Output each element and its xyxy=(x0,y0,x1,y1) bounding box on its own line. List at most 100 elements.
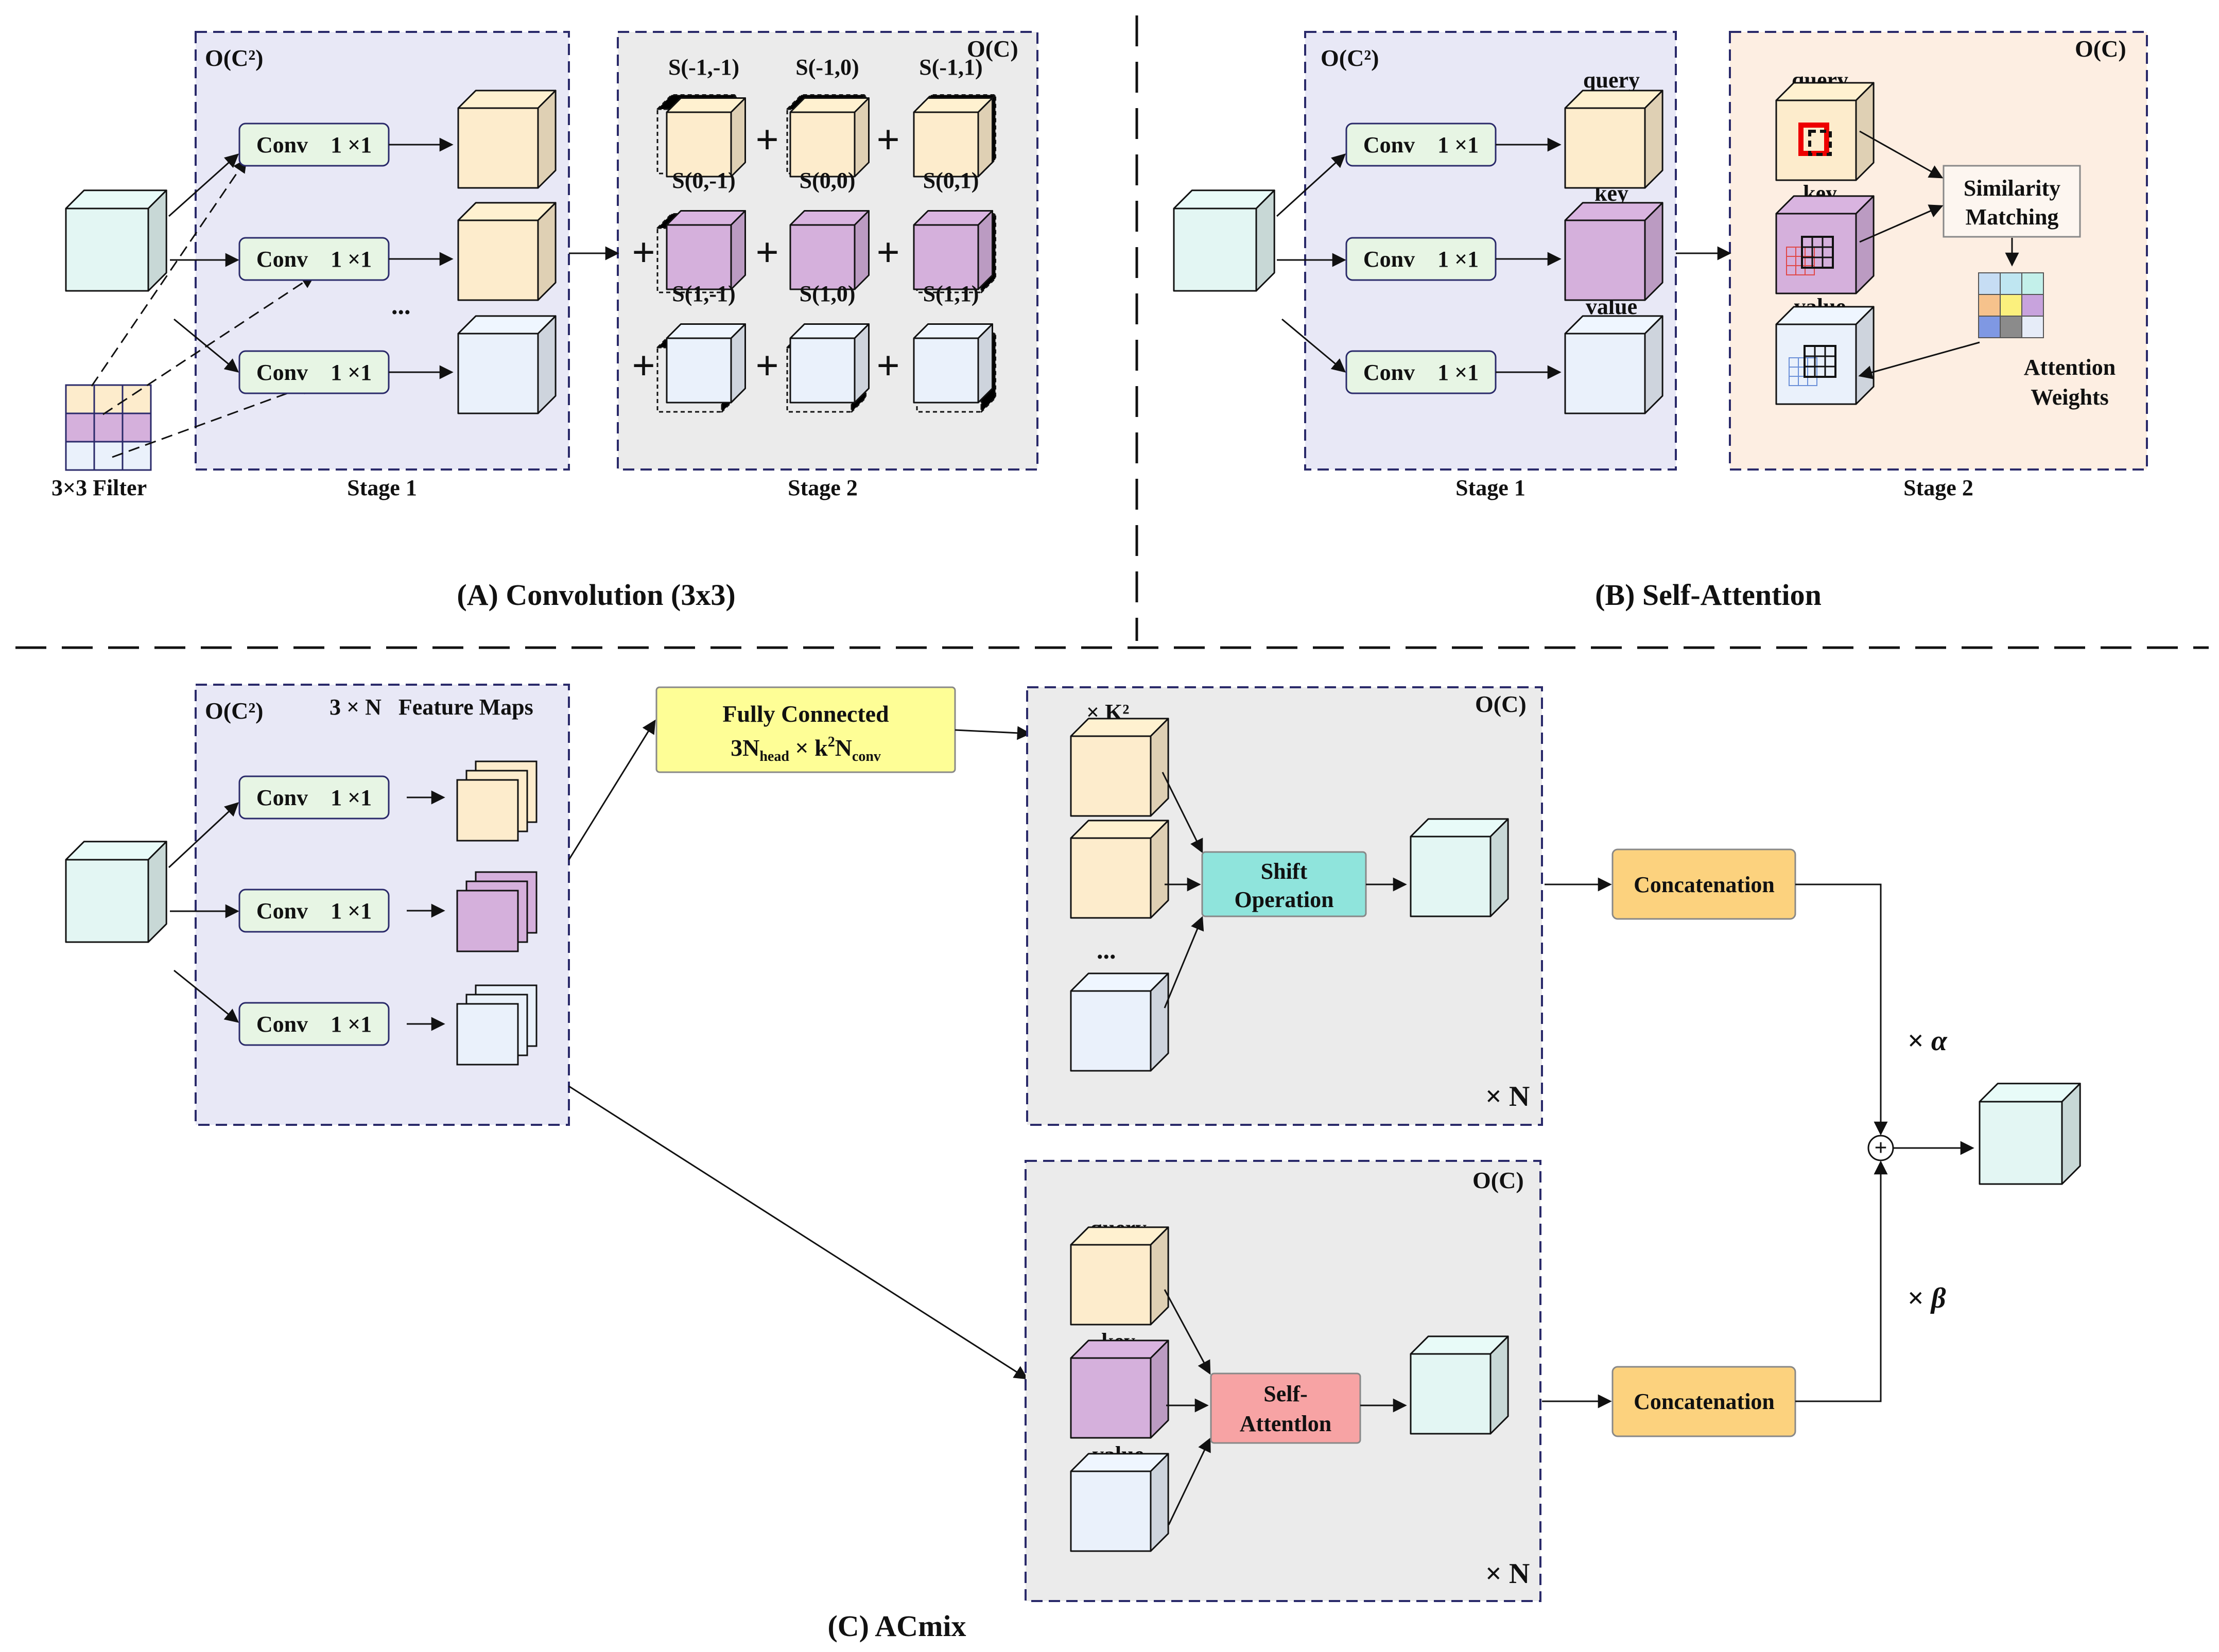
svg-text:Conv 1 ×1: Conv 1 ×1 xyxy=(256,898,372,924)
a-shift-grid: S(-1,-1)S(-1,0)S(-1,1)++S(0,-1)S(0,0)S(0… xyxy=(632,55,996,413)
b2-arrow xyxy=(1859,130,1944,179)
b2-arrow xyxy=(1858,341,1980,379)
shift-label: S(-1,0) xyxy=(795,55,859,80)
shift-label: S(0,-1) xyxy=(672,168,735,193)
b-conv-3: Conv 1 ×1 xyxy=(1345,350,1497,394)
a-conv-1: Conv 1 ×1 xyxy=(238,123,390,167)
b-key-cube xyxy=(1564,202,1663,301)
shift-in-cube-3 xyxy=(1070,972,1169,1072)
b-stage2-complexity: O(C) xyxy=(2075,36,2126,62)
shift-label: S(-1,1) xyxy=(919,55,982,80)
attn-branch-complexity: O(C) xyxy=(1472,1167,1524,1193)
svg-text:+: + xyxy=(1874,1135,1887,1160)
b2-arrow xyxy=(1859,204,1944,243)
svg-text:Conv 1 ×1: Conv 1 ×1 xyxy=(256,360,372,385)
svg-text:Operation: Operation xyxy=(1234,887,1333,912)
svg-text:Conv 1 ×1: Conv 1 ×1 xyxy=(256,785,372,810)
shift-cube-S-10 xyxy=(786,94,870,178)
b2-key-cube xyxy=(1775,195,1875,294)
a-arrow xyxy=(174,318,239,373)
merge-path-bottom xyxy=(1795,1160,1888,1402)
a-ellipsis: ... xyxy=(391,291,411,320)
a-out-cube-2 xyxy=(457,202,557,301)
shift-in-cube-1 xyxy=(1070,718,1169,817)
c-caption: (C) ACmix xyxy=(827,1609,966,1643)
svg-text:Conv 1 ×1: Conv 1 ×1 xyxy=(1363,360,1479,385)
plus-sign: + xyxy=(876,230,900,275)
a-stage2-complexity: O(C) xyxy=(967,36,1018,62)
b-value-cube xyxy=(1564,315,1663,414)
shift-label: S(1,1) xyxy=(923,281,979,306)
a-stage1-complexity: O(C²) xyxy=(205,45,263,71)
self-attention-box: Self- Attentlon xyxy=(1210,1372,1361,1444)
shift-operation-box: Shift Operation xyxy=(1201,851,1367,917)
concat-box-top: Concatenation xyxy=(1611,848,1796,920)
b-conv-2: Conv 1 ×1 xyxy=(1345,237,1497,281)
a-conv-2: Conv 1 ×1 xyxy=(238,237,390,281)
a-filter-dash xyxy=(112,381,316,458)
a-filter-label: 3×3 Filter xyxy=(51,475,147,500)
shift-label: S(0,0) xyxy=(800,168,856,193)
fc-formula: 3Nhead × k2Nconv xyxy=(731,734,881,764)
svg-text:Concatenation: Concatenation xyxy=(1634,1389,1775,1414)
attn-key-cube xyxy=(1070,1340,1169,1439)
a-filter-dash xyxy=(91,158,247,387)
svg-text:Conv 1 ×1: Conv 1 ×1 xyxy=(1363,247,1479,272)
b2-value-grid xyxy=(1789,345,1836,386)
similarity-matching-box: Similarity Matching xyxy=(1943,165,2081,238)
b2-query-marker xyxy=(1798,123,1832,156)
shift-label: S(-1,-1) xyxy=(668,55,739,80)
b-stage1-complexity: O(C²) xyxy=(1321,45,1379,71)
shift-cube-S11 xyxy=(913,323,996,413)
c-stage1-complexity: O(C²) xyxy=(205,698,263,724)
attention-weights-grid xyxy=(1978,272,2044,338)
a-stage2-label: Stage 2 xyxy=(788,475,858,500)
merge-path-top xyxy=(1795,883,1888,1136)
shift-repeat: × N xyxy=(1485,1081,1530,1112)
a-out-cube-3 xyxy=(457,315,557,414)
svg-text:Conv 1 ×1: Conv 1 ×1 xyxy=(256,132,372,158)
shift-arrow xyxy=(1161,772,1203,854)
a-input-cube xyxy=(65,189,167,292)
svg-text:Self-: Self- xyxy=(1263,1381,1308,1406)
svg-text:Conv 1 ×1: Conv 1 ×1 xyxy=(256,1012,372,1037)
a-conv-3: Conv 1 ×1 xyxy=(238,350,390,394)
c-arrow-fc-shift xyxy=(955,726,1031,740)
a-out-cube-1 xyxy=(457,90,557,189)
plus-sign: + xyxy=(755,230,779,275)
attn-out-cube xyxy=(1410,1335,1509,1435)
sum-node: + xyxy=(1867,1135,1894,1161)
svg-text:Conv 1 ×1: Conv 1 ×1 xyxy=(1363,132,1479,158)
plus-sign: + xyxy=(755,343,779,389)
c-feature-stack-key xyxy=(456,871,538,952)
c-input-cube xyxy=(65,841,167,943)
c-conv-1: Conv 1 ×1 xyxy=(238,775,390,820)
shift-cube-S-1-1 xyxy=(656,94,746,178)
plus-sign: + xyxy=(876,343,900,389)
shift-arrow xyxy=(1164,916,1204,1008)
panel-a: O(C²) O(C) 3×3 Filter Conv 1 ×1 xyxy=(51,31,1038,612)
fully-connected-box: Fully Connected 3Nhead × k2Nconv xyxy=(655,686,956,773)
panel-b: O(C²) O(C) Conv 1 ×1 Conv 1 ×1 Conv 1 ×1… xyxy=(1173,31,2148,612)
b-arrow xyxy=(1276,153,1346,217)
svg-text:Attentlon: Attentlon xyxy=(1240,1411,1331,1436)
attn-arrow xyxy=(1168,1437,1211,1525)
plus-sign: + xyxy=(632,230,655,275)
final-output-cube xyxy=(1979,1083,2081,1185)
attention-weights-line2: Weights xyxy=(2031,385,2109,410)
a-caption: (A) Convolution (3x3) xyxy=(457,578,735,612)
b-conv-1: Conv 1 ×1 xyxy=(1345,123,1497,167)
b-stage2-label: Stage 2 xyxy=(1903,475,1973,500)
svg-text:Shift: Shift xyxy=(1261,859,1308,884)
shift-label: S(1,-1) xyxy=(672,281,735,306)
a-arrow xyxy=(168,153,239,217)
shift-cube-S00 xyxy=(789,210,870,290)
shift-cube-S01 xyxy=(913,210,996,293)
attention-weights-line1: Attention xyxy=(2024,355,2116,380)
shift-in-cube-2 xyxy=(1070,820,1169,919)
shift-cube-S1-1 xyxy=(656,323,746,413)
c-arrow xyxy=(174,969,239,1023)
b-arrow xyxy=(1281,318,1346,373)
b-caption: (B) Self-Attention xyxy=(1595,578,1822,612)
